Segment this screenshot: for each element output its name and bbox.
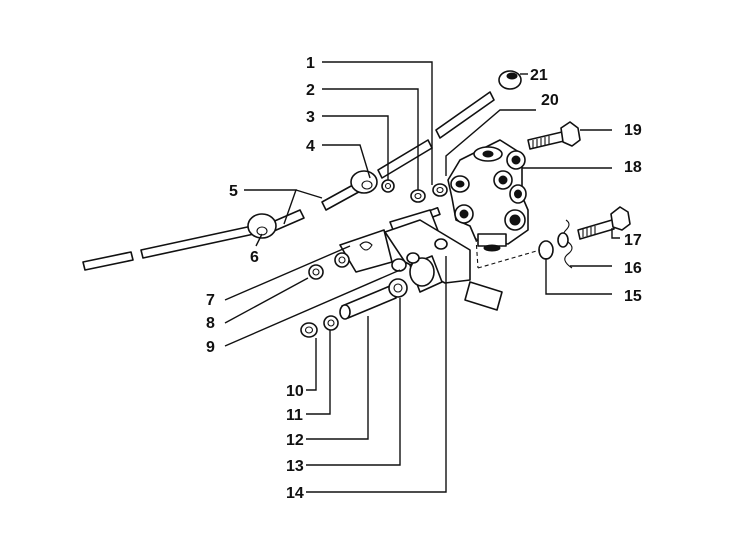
callout-18: 18 bbox=[624, 159, 642, 176]
bushing-14 bbox=[409, 255, 443, 293]
callout-9: 9 bbox=[206, 339, 215, 356]
callout-10: 10 bbox=[286, 383, 304, 400]
callout-21: 21 bbox=[530, 67, 548, 84]
washer-15 bbox=[538, 232, 569, 260]
callout-labels: 1 2 3 4 5 6 7 8 9 10 11 12 13 14 15 16 1… bbox=[206, 55, 642, 502]
leader-4 bbox=[322, 144, 371, 179]
callout-14: 14 bbox=[286, 485, 304, 502]
ball-joint-lower bbox=[247, 213, 277, 239]
nuts-on-bracket bbox=[391, 238, 448, 272]
leader-14 bbox=[306, 256, 447, 493]
nut-10 bbox=[300, 322, 318, 338]
leader-lines bbox=[224, 61, 620, 493]
callout-3: 3 bbox=[306, 109, 315, 126]
ball-joint-upper bbox=[350, 170, 378, 194]
leader-1 bbox=[322, 61, 433, 185]
callout-15: 15 bbox=[624, 288, 642, 305]
leader-11 bbox=[306, 330, 331, 415]
washer-3 bbox=[381, 179, 395, 193]
leader-7 bbox=[224, 245, 351, 301]
callout-1: 1 bbox=[306, 55, 315, 72]
washer-11 bbox=[323, 315, 339, 331]
callout-5: 5 bbox=[229, 183, 238, 200]
leader-20 bbox=[445, 109, 536, 176]
leader-10 bbox=[306, 338, 317, 391]
callout-8: 8 bbox=[206, 315, 215, 332]
nut-2 bbox=[410, 189, 426, 203]
leader-5 bbox=[244, 189, 323, 225]
leader-6 bbox=[255, 233, 263, 247]
leader-9 bbox=[224, 269, 401, 347]
callout-4: 4 bbox=[306, 138, 315, 155]
cap-21 bbox=[498, 70, 522, 90]
callout-16: 16 bbox=[624, 260, 642, 277]
bolt-17 bbox=[577, 206, 631, 240]
bolt-19 bbox=[527, 121, 581, 150]
callout-2: 2 bbox=[306, 82, 315, 99]
nut-1 bbox=[432, 183, 448, 197]
leader-8 bbox=[224, 277, 309, 324]
leader-2 bbox=[322, 88, 419, 190]
leader-3 bbox=[322, 115, 389, 180]
callout-19: 19 bbox=[624, 122, 642, 139]
nut-7 bbox=[308, 264, 324, 280]
leader-15 bbox=[545, 258, 612, 295]
callout-7: 7 bbox=[206, 292, 215, 309]
leader-12 bbox=[306, 316, 369, 440]
callout-13: 13 bbox=[286, 458, 304, 475]
callout-6: 6 bbox=[250, 249, 259, 266]
leader-17 bbox=[611, 228, 620, 239]
callout-20: 20 bbox=[541, 92, 559, 109]
pin-12 bbox=[339, 285, 397, 320]
spacer-13 bbox=[388, 278, 408, 298]
callout-11: 11 bbox=[286, 407, 303, 424]
washer-8 bbox=[334, 252, 350, 268]
rod-lower-left bbox=[82, 209, 305, 271]
valve-body-18 bbox=[447, 139, 529, 252]
leader-13 bbox=[306, 298, 401, 466]
callout-12: 12 bbox=[286, 432, 304, 449]
callout-17: 17 bbox=[624, 232, 642, 249]
